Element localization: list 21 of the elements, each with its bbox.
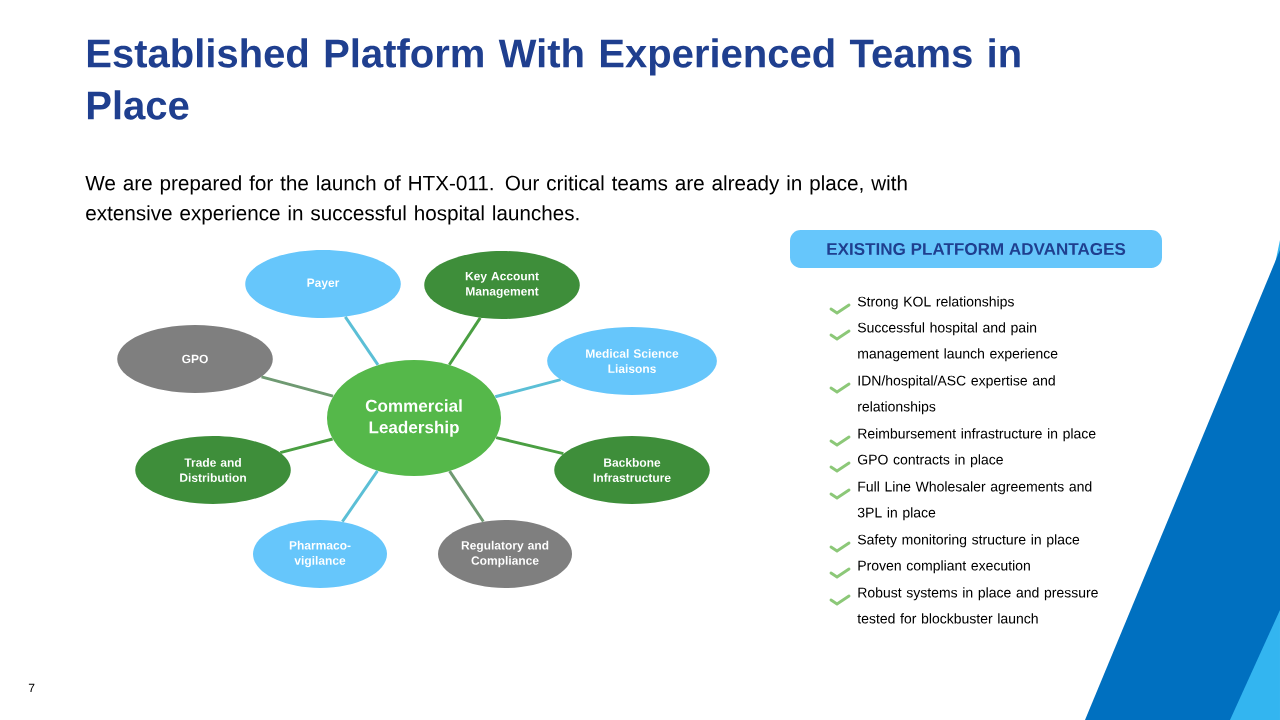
connector-line xyxy=(494,378,561,399)
connector-line xyxy=(448,470,485,523)
bullet-text: Successful hospital and pain management launch experience xyxy=(857,322,1058,362)
connector-line xyxy=(448,317,482,366)
page-number: 7 xyxy=(28,683,35,693)
bullet-text: Proven compliant execution xyxy=(858,560,1030,574)
connector-line xyxy=(341,470,379,523)
bullet-text: Strong KOL relationships xyxy=(857,296,1014,310)
subtitle: We are prepared for the launch of HTX-011. Our critical teams are already in place, with extensive experience in successful hospital launches. xyxy=(85,175,907,225)
section-header: EXISTING PLATFORM ADVANTAGES xyxy=(790,230,1162,268)
bullet-text: Full Line Wholesaler agreements and 3PL in place xyxy=(857,481,1092,521)
connector-line xyxy=(261,375,334,398)
connector-line xyxy=(344,316,380,366)
title: Established Platform With Experienced Teams in Place xyxy=(87,38,1020,120)
bullet-text: IDN/hospital/ASC expertise and relationships xyxy=(858,375,1055,415)
bullet-text: GPO contracts in place xyxy=(858,454,1003,468)
bullet-text: Robust systems in place and pressure tested for blockbuster launch xyxy=(857,587,1098,624)
connector-line xyxy=(279,437,333,454)
connector-line xyxy=(495,436,564,456)
bullet-text: Safety monitoring structure in place xyxy=(857,534,1080,548)
bullet-text: Reimbursement infrastructure in place xyxy=(858,428,1096,442)
